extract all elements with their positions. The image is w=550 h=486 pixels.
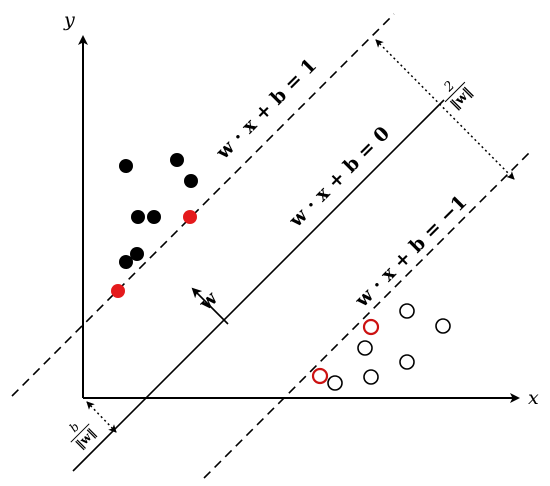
negative-point [363, 369, 379, 385]
x-axis-label: x [528, 387, 539, 409]
margin-width-arrow [375, 39, 515, 180]
negative-point [399, 303, 415, 319]
upper-margin-line [11, 13, 395, 397]
y-axis-label: y [63, 9, 75, 31]
negative-point [327, 375, 343, 391]
positive-support-vector-point [111, 284, 125, 298]
normal-vector-label: w [194, 287, 222, 315]
positive-point [170, 153, 184, 167]
negative-support-vector-point [311, 367, 329, 385]
upper-margin-label: w · x + b = 1 [211, 54, 321, 164]
positive-class-points [111, 153, 198, 298]
positive-point [131, 210, 145, 224]
negative-support-vector-point [362, 318, 380, 336]
offset-fraction: b ‖w‖ [67, 420, 99, 452]
negative-point [399, 354, 415, 370]
decision-boundary-label: w · x + b = 0 [284, 122, 394, 232]
negative-point [435, 318, 451, 334]
offset-arrow [86, 401, 117, 433]
positive-point [119, 255, 133, 269]
positive-point [184, 174, 198, 188]
positive-point [130, 247, 144, 261]
lower-margin-line [203, 151, 531, 479]
margin-fraction-bar [444, 81, 466, 103]
positive-point [147, 210, 161, 224]
positive-support-vector-point [183, 210, 197, 224]
normal-vector-arrow [191, 287, 229, 325]
negative-class-points [311, 303, 451, 391]
margin-fraction: 2 ‖w‖ [441, 78, 476, 112]
margin-fraction-numerator: 2 [441, 78, 458, 95]
negative-point [357, 340, 373, 356]
positive-point [119, 159, 133, 173]
offset-fraction-bar [70, 423, 90, 443]
lower-margin-label: w · x + b = −1 [350, 191, 471, 312]
